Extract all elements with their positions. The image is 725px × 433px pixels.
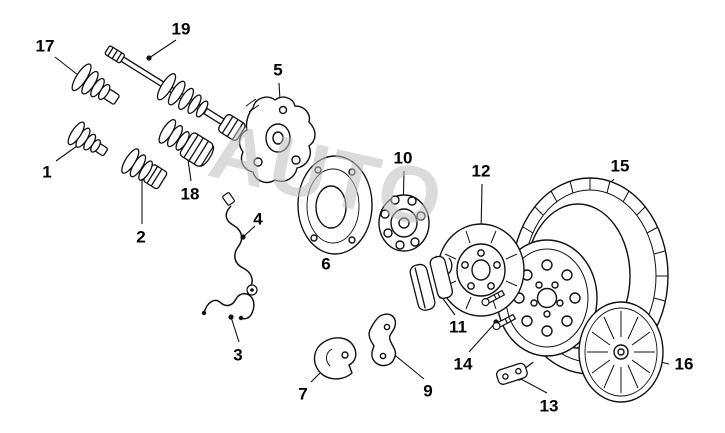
part-label-14: 14: [453, 354, 473, 374]
part-label-15: 15: [610, 156, 630, 176]
part-label-4: 4: [253, 209, 263, 229]
part-label-16: 16: [674, 354, 694, 374]
part-label-19: 19: [171, 19, 191, 39]
part-steering-knuckle: [238, 96, 316, 184]
part-label-3: 3: [233, 345, 243, 365]
part-splash-shield: [297, 155, 373, 255]
part-label-1: 1: [42, 162, 52, 182]
part-drive-shaft: [104, 45, 246, 141]
part-abs-sensor: [495, 361, 534, 385]
part-brake-pads: [409, 255, 454, 311]
part-label-9: 9: [423, 381, 433, 401]
part-label-10: 10: [393, 148, 413, 168]
part-label-6: 6: [321, 254, 331, 274]
part-wheel-bolts: [481, 289, 517, 331]
part-label-11: 11: [449, 317, 467, 337]
part-small-cv-boot: [67, 121, 108, 157]
part-inner-cv-joint: [158, 118, 215, 167]
part-label-13: 13: [539, 396, 559, 416]
part-wheel-cover: [578, 301, 664, 403]
part-label-17: 17: [35, 36, 55, 56]
part-label-12: 12: [471, 161, 491, 181]
part-sensor-wire: [201, 292, 255, 321]
part-label-18: 18: [180, 184, 200, 204]
part-caliper: [313, 337, 357, 380]
part-pad-carrier: [368, 313, 397, 367]
part-wheel-hub: [378, 194, 430, 252]
part-label-5: 5: [273, 60, 283, 80]
part-cv-boot-with-cap: [121, 148, 168, 190]
part-outer-cv-boot: [71, 63, 120, 105]
part-label-2: 2: [136, 227, 146, 247]
part-brake-hose: [222, 192, 258, 296]
part-label-7: 7: [298, 384, 308, 404]
